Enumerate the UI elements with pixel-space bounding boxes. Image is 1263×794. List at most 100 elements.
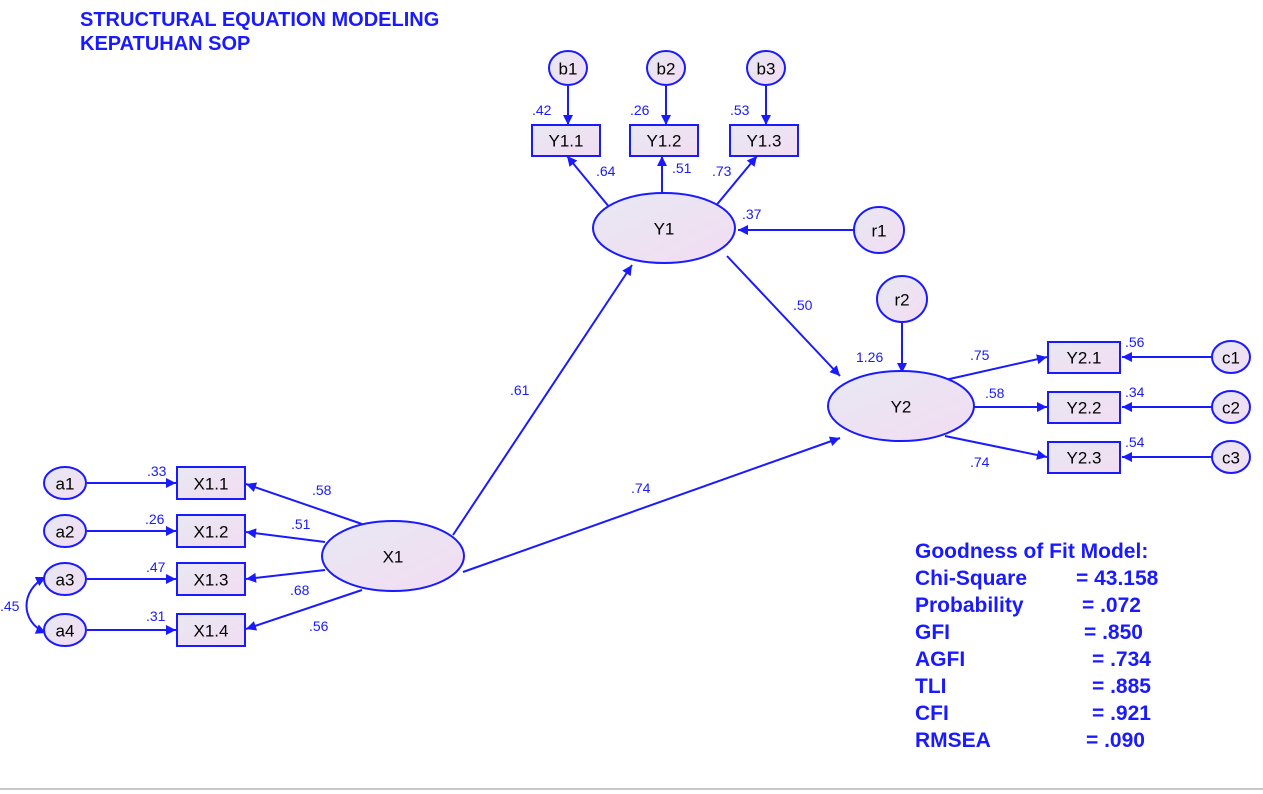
indicator-x1-1-label: X1.1 <box>194 475 229 494</box>
loading-y1-y1-1 <box>566 155 611 209</box>
path-x1-y1 <box>452 264 633 536</box>
fit-value-rmsea: = .090 <box>1086 729 1145 752</box>
disturbance-r1-label: r1 <box>871 222 886 241</box>
diagram-title: STRUCTURAL EQUATION MODELING <box>80 9 440 31</box>
loading-label-y1-1: .64 <box>596 163 616 179</box>
error-c3-label: c3 <box>1222 449 1240 468</box>
fit-value-cfi: = .921 <box>1092 702 1151 725</box>
error-c1-label: c1 <box>1222 349 1240 368</box>
disturbance-r1 <box>853 206 905 254</box>
latent-y1 <box>592 192 736 264</box>
loading-label-y1-2: .51 <box>672 160 692 176</box>
r2-label-x1-2: .26 <box>145 511 165 527</box>
error-a4-label: a4 <box>56 622 75 641</box>
covariance-label: .45 <box>0 598 20 614</box>
indicator-x1-3-label: X1.3 <box>194 571 229 590</box>
r2-label-y1-2: .26 <box>630 102 650 118</box>
indicator-y1-1-label: Y1.1 <box>549 132 584 151</box>
indicator-x1-3 <box>176 562 246 596</box>
indicator-x1-4-label: X1.4 <box>194 622 229 641</box>
fit-label-gfi: GFI <box>915 621 950 644</box>
indicator-x1-1 <box>176 466 246 500</box>
indicator-x1-2-label: X1.2 <box>194 523 229 542</box>
r2-label-x1-3: .47 <box>146 559 166 575</box>
error-b1-label: b1 <box>559 60 578 79</box>
indicator-y2-3-label: Y2.3 <box>1067 449 1102 468</box>
indicator-x1-2 <box>176 514 246 548</box>
loading-x1-x1-4 <box>245 589 363 631</box>
indicator-y2-2-label: Y2.2 <box>1067 399 1102 418</box>
loading-label-x1-3: .68 <box>290 582 310 598</box>
covariance-a3-a4 <box>25 576 47 634</box>
latent-y1-label: Y1 <box>654 220 675 239</box>
indicator-y2-2 <box>1047 391 1121 424</box>
r2-label-y2-3: .54 <box>1125 434 1145 450</box>
indicator-y1-2-label: Y1.2 <box>647 132 682 151</box>
error-a3-label: a3 <box>56 571 75 590</box>
loading-x1-x1-3 <box>245 569 326 583</box>
error-a1-label: a1 <box>56 475 75 494</box>
latent-y2 <box>827 370 975 442</box>
loading-label-x1-1: .58 <box>312 482 332 498</box>
loading-y1-y1-3 <box>713 155 758 209</box>
loading-label-y1-3: .73 <box>712 163 732 179</box>
r2-label-y1-3: .53 <box>730 102 750 118</box>
error-b3 <box>746 50 786 86</box>
r2-label-y2: 1.26 <box>856 349 883 365</box>
loading-label-y2-3: .74 <box>970 454 990 470</box>
indicator-y1-3-label: Y1.3 <box>747 132 782 151</box>
loading-y2-y2-1 <box>944 354 1048 381</box>
bottom-divider <box>0 788 1263 790</box>
error-c1 <box>1211 340 1251 374</box>
fit-label-probability: Probability <box>915 594 1024 617</box>
r2-label-y2-2: .34 <box>1125 384 1145 400</box>
latent-x1-label: X1 <box>383 548 404 567</box>
indicator-y2-3 <box>1047 441 1121 474</box>
error-a1 <box>43 466 87 500</box>
error-a3 <box>43 562 87 596</box>
error-c2 <box>1211 390 1251 424</box>
fit-value-chi-square: = 43.158 <box>1076 567 1159 590</box>
fit-value-probability: = .072 <box>1082 594 1141 617</box>
diagram-subtitle: KEPATUHAN SOP <box>80 33 251 55</box>
fit-value-gfi: = .850 <box>1084 621 1143 644</box>
latent-y2-label: Y2 <box>891 398 912 417</box>
error-b3-label: b3 <box>757 60 776 79</box>
indicator-y1-2 <box>629 124 699 157</box>
loading-label-x1-2: .51 <box>291 516 311 532</box>
loading-x1-x1-1 <box>245 482 363 525</box>
fit-label-cfi: CFI <box>915 702 949 725</box>
error-c3 <box>1211 440 1251 474</box>
fit-label-agfi: AGFI <box>915 648 966 671</box>
fit-heading: Goodness of Fit Model: <box>915 540 1149 563</box>
error-c2-label: c2 <box>1222 399 1240 418</box>
error-a4 <box>43 613 87 647</box>
fit-value-agfi: = .734 <box>1092 648 1151 671</box>
error-a2 <box>43 514 87 548</box>
loading-label-x1-4: .56 <box>309 618 329 634</box>
r2-label-y1-1: .42 <box>532 102 552 118</box>
fit-label-chi-square: Chi-Square <box>915 567 1028 590</box>
path-y1-y2 <box>726 255 841 377</box>
loading-label-y2-2: .58 <box>985 385 1005 401</box>
coef-x1-y1: .61 <box>510 382 530 398</box>
fit-label-tli: TLI <box>915 675 947 698</box>
error-b2-label: b2 <box>657 60 676 79</box>
r2-label-x1-1: .33 <box>147 463 167 479</box>
coef-y1-y2: .50 <box>793 297 813 313</box>
error-b1 <box>548 50 588 86</box>
indicator-y2-1 <box>1047 341 1121 374</box>
disturbance-r2 <box>876 275 928 323</box>
fit-value-tli: = .885 <box>1092 675 1151 698</box>
r2-label-y1: .37 <box>742 206 762 222</box>
error-b2 <box>646 50 686 86</box>
loading-label-y2-1: .75 <box>970 347 990 363</box>
indicator-x1-4 <box>176 613 246 647</box>
indicator-y2-1-label: Y2.1 <box>1067 349 1102 368</box>
error-a2-label: a2 <box>56 523 75 542</box>
r2-label-y2-1: .56 <box>1125 334 1145 350</box>
latent-x1 <box>321 520 465 592</box>
r2-label-x1-4: .31 <box>146 608 166 624</box>
indicator-y1-1 <box>531 124 601 157</box>
